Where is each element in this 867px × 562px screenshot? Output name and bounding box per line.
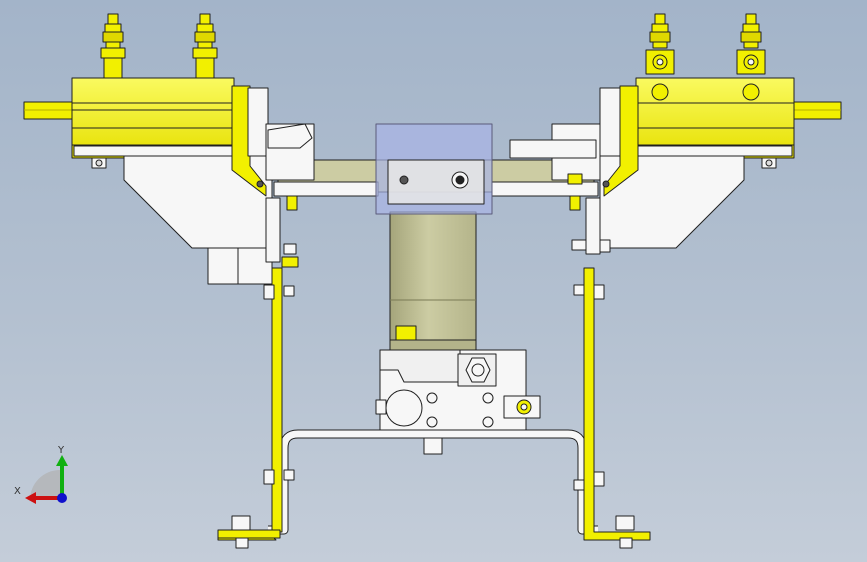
y-axis-label: Y: [57, 445, 65, 456]
bottom-bracket[interactable]: [268, 429, 598, 535]
left-leg-strip: [217, 267, 283, 541]
left-fitting-2[interactable]: [192, 13, 218, 79]
center-cylinder[interactable]: [389, 211, 477, 353]
x-axis-label: X: [14, 486, 21, 497]
left-leg[interactable]: [217, 267, 295, 549]
right-fitting-2[interactable]: [736, 13, 766, 75]
right-fitting-1[interactable]: [645, 13, 675, 75]
right-leg[interactable]: [573, 267, 651, 549]
right-leg-strip: [583, 267, 651, 541]
left-fitting-1[interactable]: [100, 13, 126, 79]
z-axis-dot: [57, 493, 67, 503]
valve-port[interactable]: [385, 389, 423, 427]
cylinder-barrel: [389, 211, 477, 343]
valve-block[interactable]: [375, 349, 541, 455]
left-gripper[interactable]: [23, 13, 299, 285]
axis-triad: Y X: [14, 445, 68, 504]
triad-plane: [30, 470, 60, 500]
transparent-clamp-block[interactable]: [375, 123, 493, 215]
right-gripper[interactable]: [571, 13, 842, 255]
